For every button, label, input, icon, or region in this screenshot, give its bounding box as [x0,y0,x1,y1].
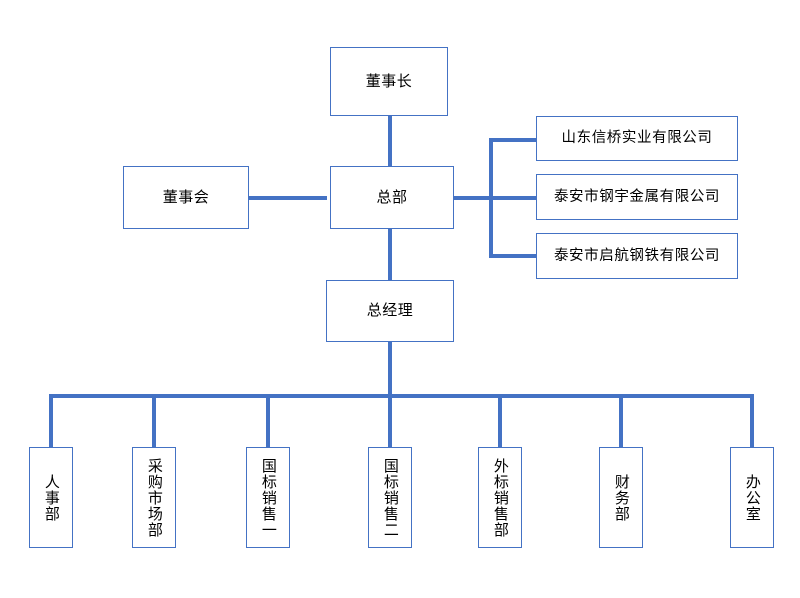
node-board-label: 董事会 [162,187,210,206]
connector-trunk-to-subsidiary-1 [489,138,537,142]
node-department-7[interactable]: 办公室 [730,447,774,548]
connector-board-to-headquarters [249,196,327,200]
node-department-1-label: 人事部 [42,473,61,522]
node-headquarters[interactable]: 总部 [330,166,454,229]
node-department-5-label: 外标销售部 [491,457,510,538]
node-department-2-label: 采购市场部 [145,457,164,538]
node-subsidiary-3-label: 泰安市启航钢铁有限公司 [553,247,721,264]
connector-bus-to-department-6 [619,394,623,447]
node-department-4[interactable]: 国标销售二 [368,447,412,548]
node-department-7-label: 办公室 [743,473,762,522]
connector-headquarters-to-subsidiary-trunk [454,196,493,200]
connector-department-bus [49,394,754,398]
node-general-manager[interactable]: 总经理 [326,280,454,342]
connector-trunk-to-subsidiary-2 [489,196,537,200]
connector-trunk-to-subsidiary-3 [489,254,537,258]
connector-bus-to-department-5 [498,394,502,447]
node-department-3-label: 国标销售一 [259,457,278,538]
node-department-1[interactable]: 人事部 [29,447,73,548]
node-chairman-label: 董事长 [365,71,413,90]
node-chairman[interactable]: 董事长 [330,47,448,116]
connector-bus-to-department-3 [266,394,270,447]
node-general-manager-label: 总经理 [366,301,414,320]
node-subsidiary-1-label: 山东信桥实业有限公司 [561,130,713,147]
node-department-5[interactable]: 外标销售部 [478,447,522,548]
node-department-4-label: 国标销售二 [381,457,400,538]
node-department-6[interactable]: 财务部 [599,447,643,548]
connector-bus-to-department-7 [750,394,754,447]
connector-chairman-to-headquarters [388,116,392,168]
node-subsidiary-2[interactable]: 泰安市钢宇金属有限公司 [536,174,738,220]
node-board[interactable]: 董事会 [123,166,249,229]
node-subsidiary-3[interactable]: 泰安市启航钢铁有限公司 [536,233,738,279]
node-headquarters-label: 总部 [376,187,408,206]
node-subsidiary-2-label: 泰安市钢宇金属有限公司 [553,188,721,205]
connector-general-manager-to-department-bus [388,342,392,398]
connector-bus-to-department-1 [49,394,53,447]
node-department-6-label: 财务部 [612,473,631,522]
connector-bus-to-department-4 [388,394,392,447]
connector-headquarters-to-general-manager [388,228,392,280]
connector-bus-to-department-2 [152,394,156,447]
node-subsidiary-1[interactable]: 山东信桥实业有限公司 [536,116,738,161]
node-department-2[interactable]: 采购市场部 [132,447,176,548]
node-department-3[interactable]: 国标销售一 [246,447,290,548]
